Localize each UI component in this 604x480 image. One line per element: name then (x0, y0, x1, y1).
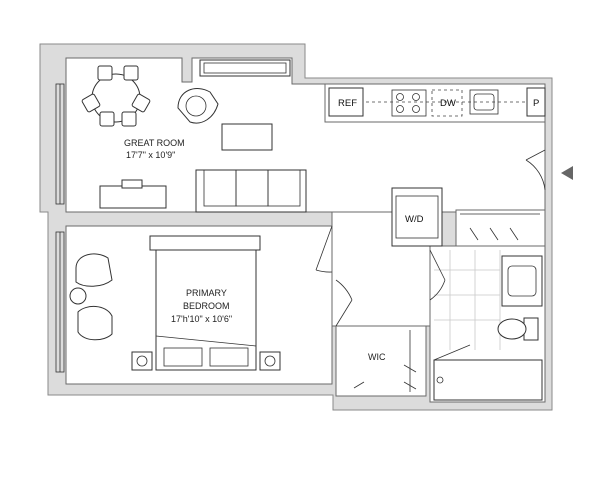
bedroom-dims: 17'h'10" x 10'6" (171, 314, 232, 324)
great-room-dims: 17'7" x 10'9" (126, 150, 175, 160)
bedroom-chair-bottom (77, 306, 113, 341)
washer-dryer (395, 195, 439, 239)
entry-door-swing (525, 149, 546, 191)
refrigerator (328, 87, 364, 117)
kitchen-sink (469, 89, 499, 115)
dining-set (81, 65, 151, 127)
desk (99, 179, 167, 209)
nightstand-right (259, 351, 281, 371)
shower-drain (436, 376, 444, 384)
entry-arrow-icon (561, 166, 573, 180)
toilet (497, 317, 539, 341)
great-room-name: GREAT ROOM (124, 138, 185, 148)
label-pantry: P (533, 98, 539, 109)
bedroom-name-line1: PRIMARY (186, 288, 227, 298)
hall-closet (455, 209, 546, 247)
side-table (69, 287, 87, 305)
dishwasher (431, 89, 463, 117)
cooktop (391, 89, 427, 117)
wic-rod-2 (403, 381, 417, 390)
label-wd: W/D (405, 214, 424, 225)
wic-door-swing (335, 279, 353, 327)
armchair (177, 88, 219, 124)
media-console (199, 59, 291, 77)
sofa (195, 169, 307, 213)
closet-rod-2 (489, 227, 499, 241)
wic-name: WIC (368, 352, 386, 362)
shower-door (433, 344, 471, 361)
label-ref: REF (338, 98, 357, 109)
bedroom-name-line2: BEDROOM (183, 301, 230, 311)
bedroom-chair-top (75, 253, 113, 287)
bed (149, 235, 261, 371)
wic-rod-1 (403, 364, 417, 373)
vanity (501, 255, 543, 307)
wic-rod-3 (353, 381, 365, 389)
shower (433, 359, 543, 401)
bedroom-door-swing (315, 225, 333, 273)
nightstand-left (131, 351, 153, 371)
label-dw: DW (440, 98, 456, 109)
washer-dryer-closet (391, 187, 443, 247)
closet-rod-1 (469, 227, 479, 241)
media-console-inner (203, 62, 287, 74)
bath-door-swing (429, 249, 446, 301)
pantry (526, 87, 546, 117)
closet-rod-3 (509, 227, 519, 241)
coffee-table (221, 123, 273, 151)
